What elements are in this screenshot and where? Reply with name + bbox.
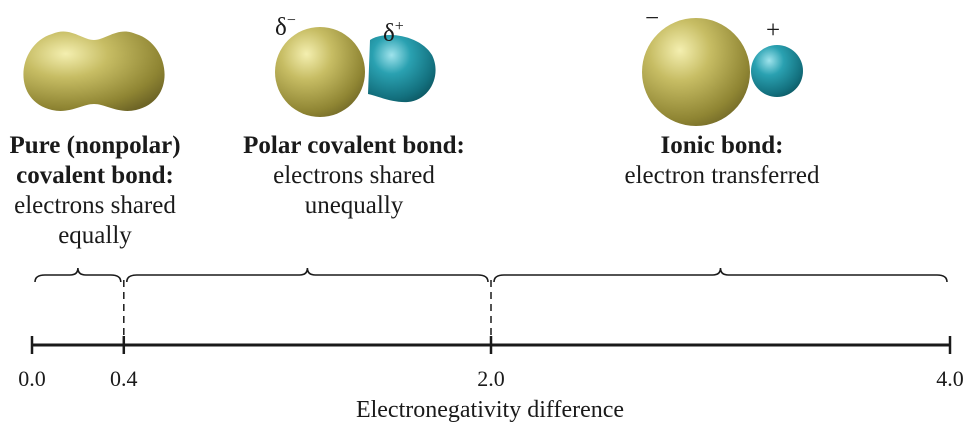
interval-brace: [126, 267, 489, 283]
polar-caption: Polar covalent bond: electrons shared un…: [214, 131, 494, 221]
polar-molecule: [275, 27, 436, 117]
nonpolar-title-line-1: Pure (nonpolar): [9, 132, 181, 159]
electronegativity-axis: [30, 336, 952, 354]
boundary-dashes: [123, 280, 492, 345]
axis-title: Electronegativity difference: [355, 397, 625, 423]
braces: [34, 267, 948, 283]
ion-negative-label: −: [645, 5, 660, 32]
ionic-desc: electron transferred: [624, 162, 820, 189]
interval-brace: [493, 267, 948, 283]
ion-positive-label: +: [766, 17, 781, 44]
tick-label: 0.0: [18, 366, 46, 391]
polar-title: Polar covalent bond:: [243, 132, 465, 159]
nonpolar-title-line-2: covalent bond:: [16, 162, 174, 189]
tick-label: 2.0: [477, 366, 505, 391]
tick-label: 4.0: [936, 366, 964, 391]
nonpolar-molecule: [23, 31, 165, 111]
nonpolar-desc-line-1: electrons shared: [14, 192, 176, 219]
ionic-molecule: [642, 18, 803, 126]
delta-positive-label: δ+: [383, 18, 404, 47]
nonpolar-caption: Pure (nonpolar) covalent bond: electrons…: [0, 131, 200, 251]
polar-desc-line-2: unequally: [304, 192, 404, 219]
ionic-title: Ionic bond:: [660, 132, 784, 159]
interval-brace: [34, 267, 122, 283]
tick-label: 0.4: [110, 366, 138, 391]
polar-desc-line-1: electrons shared: [273, 162, 435, 189]
delta-negative-label: δ−: [275, 12, 296, 41]
nonpolar-desc-line-2: equally: [58, 222, 132, 249]
ionic-caption: Ionic bond: electron transferred: [582, 131, 862, 191]
